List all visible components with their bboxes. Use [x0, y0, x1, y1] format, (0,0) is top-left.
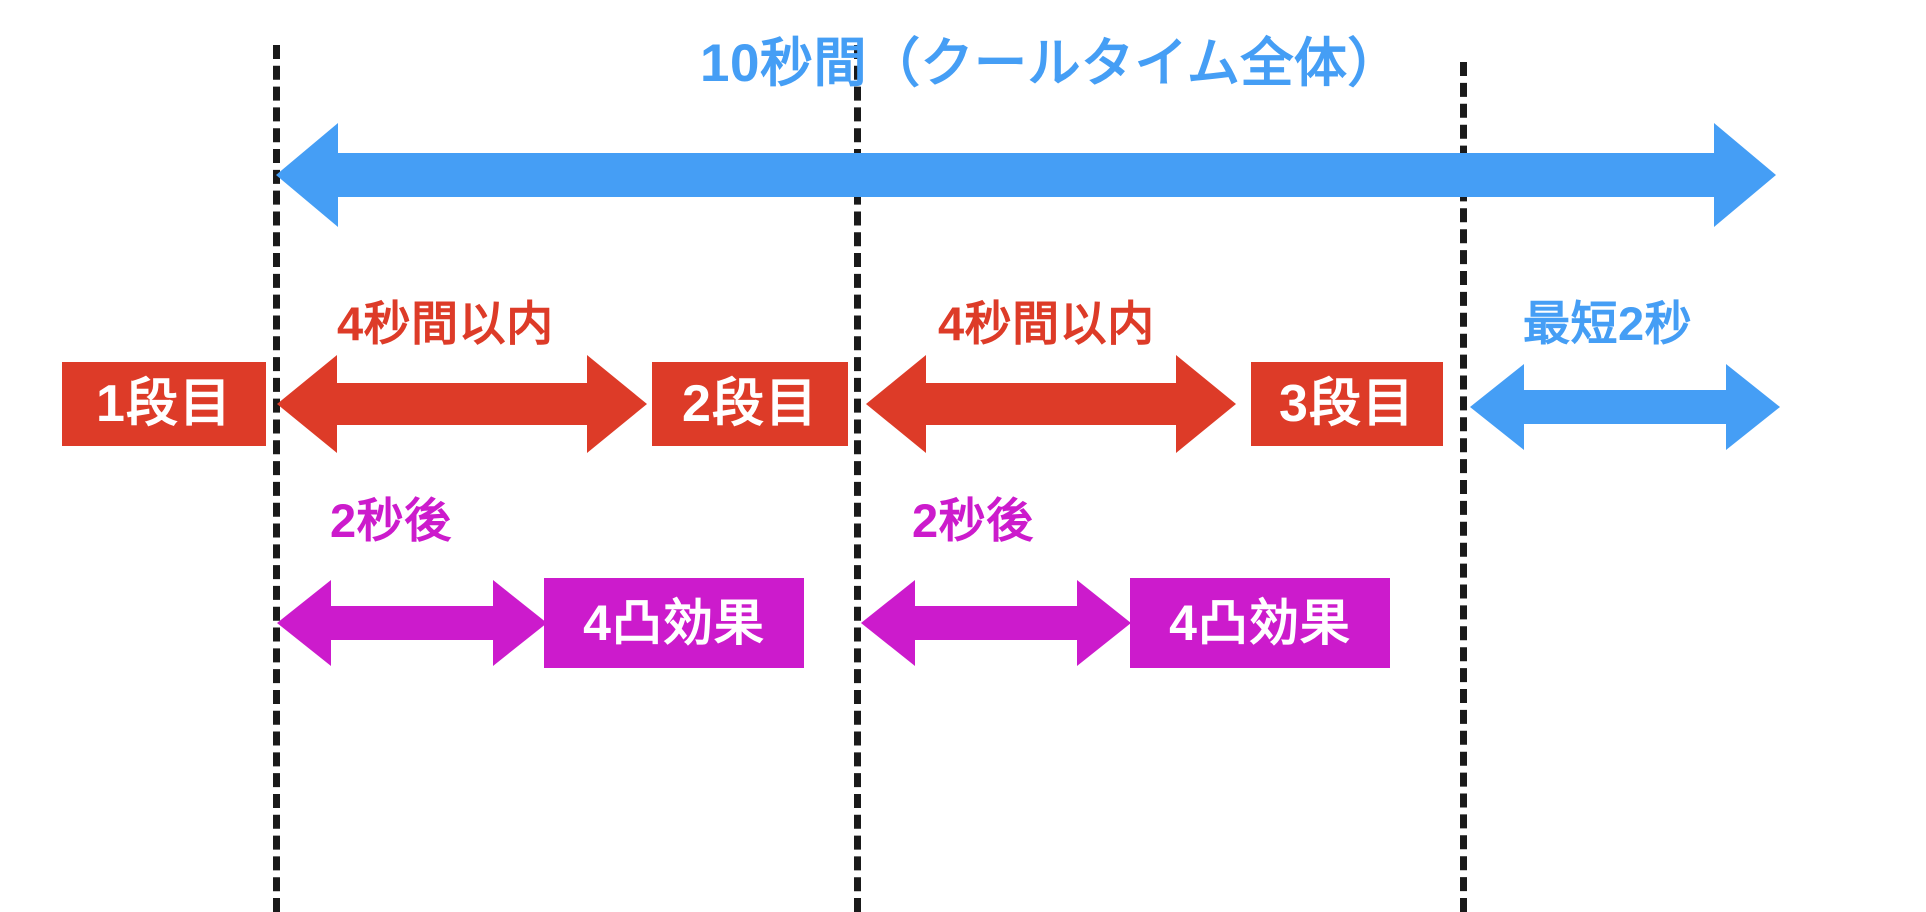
stage2-to-effect2-arrow [861, 576, 1131, 670]
diagram-title: 10秒間（クールタイム全体） [700, 34, 1401, 93]
stage-box-1: 1段目 [62, 362, 266, 446]
stage-box-3: 3段目 [1251, 362, 1443, 446]
stage-box-2-label: 2段目 [682, 375, 818, 433]
effect-box-1-label: 4凸効果 [583, 595, 765, 651]
stage2-to-stage3-arrow [866, 351, 1236, 457]
dashed-guide-line-middle [854, 45, 861, 912]
effect-box-2: 4凸効果 [1130, 578, 1390, 668]
dashed-guide-line-left [273, 45, 280, 912]
stage1-to-stage2-arrow [277, 351, 647, 457]
interval-label-red-first: 4秒間以内 [337, 297, 554, 350]
effect-box-2-label: 4凸効果 [1169, 595, 1351, 651]
stage-box-3-label: 3段目 [1279, 375, 1415, 433]
stage-box-2: 2段目 [652, 362, 848, 446]
effect-box-1: 4凸効果 [544, 578, 804, 668]
interval-label-magenta-first: 2秒後 [330, 494, 452, 547]
interval-label-blue-right: 最短2秒 [1523, 297, 1693, 350]
interval-label-red-second: 4秒間以内 [938, 297, 1155, 350]
stage-box-1-label: 1段目 [96, 375, 232, 433]
dashed-guide-line-right [1460, 62, 1467, 912]
stage3-to-end-arrow [1470, 360, 1780, 454]
interval-label-magenta-second: 2秒後 [912, 494, 1034, 547]
cooldown-span-arrow [276, 115, 1776, 235]
stage1-to-effect1-arrow [277, 576, 547, 670]
